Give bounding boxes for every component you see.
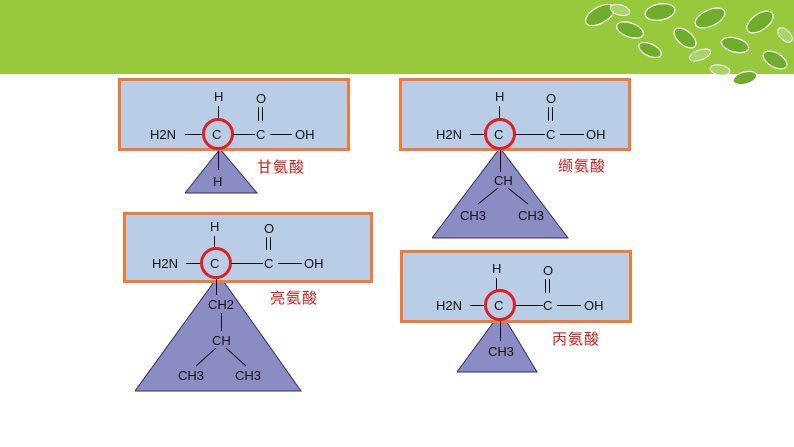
amino-acid-name: 亮氨酸	[270, 289, 319, 307]
bond-line	[515, 134, 545, 135]
bond-line	[470, 134, 486, 135]
r-group-label: H	[213, 174, 223, 189]
double-bond-line	[262, 107, 263, 121]
r-group-triangle	[185, 149, 259, 194]
carboxyl-carbon-label: C	[264, 256, 274, 271]
bond-line	[185, 134, 204, 135]
amino-group-label: H2N	[152, 256, 179, 271]
formula-panel	[118, 78, 350, 151]
formula-panel	[123, 212, 373, 283]
r-group-label: CH3	[488, 344, 515, 359]
amino-group-label: H2N	[150, 127, 177, 142]
leaves-decoration	[584, 3, 793, 86]
oxygen-label: O	[256, 91, 267, 106]
bond-line	[186, 263, 202, 264]
hydroxyl-label: OH	[584, 298, 604, 313]
bond-line	[500, 150, 501, 172]
double-bond-line	[548, 107, 549, 121]
r-group-label: CH2	[208, 297, 235, 312]
hydroxyl-label: OH	[586, 127, 606, 142]
alpha-carbon-circle	[202, 118, 234, 150]
oxygen-label: O	[546, 91, 557, 106]
bond-line	[560, 134, 584, 135]
branch-bonds	[477, 187, 529, 205]
r-group-label: CH	[212, 333, 231, 348]
bond-line	[233, 134, 255, 135]
double-bond-line	[266, 237, 267, 250]
bond-line	[221, 313, 222, 331]
double-bond-line	[545, 279, 546, 293]
hydroxyl-label: OH	[295, 127, 315, 142]
bond-line	[218, 150, 219, 170]
hydrogen-top-label: H	[492, 261, 502, 276]
carboxyl-carbon-label: C	[543, 298, 553, 313]
oxygen-label: O	[543, 263, 554, 278]
bond-line	[499, 106, 500, 120]
bond-line	[231, 263, 263, 264]
r-group-triangle	[135, 275, 302, 392]
alpha-carbon-circle	[484, 118, 516, 150]
r-group-triangle	[457, 312, 538, 373]
double-bond-line	[549, 279, 550, 293]
double-bond-line	[270, 237, 271, 250]
amino-group-label: H2N	[436, 127, 463, 142]
bond-line	[500, 321, 501, 341]
bond-line	[496, 278, 497, 291]
amino-acid-name: 甘氨酸	[257, 158, 306, 176]
hydrogen-top-label: H	[214, 89, 224, 104]
carboxyl-carbon-label: C	[256, 127, 266, 142]
hydrogen-top-label: H	[210, 219, 220, 234]
bond-line	[270, 134, 292, 135]
bond-line	[218, 106, 219, 120]
double-bond-line	[258, 107, 259, 121]
r-group-label: CH3	[460, 208, 487, 223]
r-group-label: CH	[494, 173, 513, 188]
r-group-label: CH3	[235, 368, 262, 383]
double-bond-line	[552, 107, 553, 121]
amino-group-label: H2N	[436, 298, 463, 313]
r-group-label: CH3	[518, 208, 545, 223]
carboxyl-carbon-label: C	[546, 127, 556, 142]
r-group-triangle	[432, 148, 570, 239]
r-group-label: CH3	[178, 368, 205, 383]
bond-line	[557, 305, 581, 306]
bond-line	[216, 279, 217, 295]
formula-panel	[400, 250, 632, 323]
bond-line	[470, 305, 484, 306]
branch-bonds	[195, 347, 247, 367]
oxygen-label: O	[264, 221, 275, 236]
alpha-carbon-circle	[484, 289, 516, 321]
bond-line	[278, 263, 302, 264]
alpha-carbon-circle	[200, 247, 232, 279]
bond-line	[214, 236, 215, 248]
bond-line	[515, 305, 543, 306]
amino-acid-name: 丙氨酸	[552, 330, 601, 348]
hydrogen-top-label: H	[495, 89, 505, 104]
amino-acid-name: 缬氨酸	[558, 157, 607, 175]
hydroxyl-label: OH	[304, 256, 324, 271]
